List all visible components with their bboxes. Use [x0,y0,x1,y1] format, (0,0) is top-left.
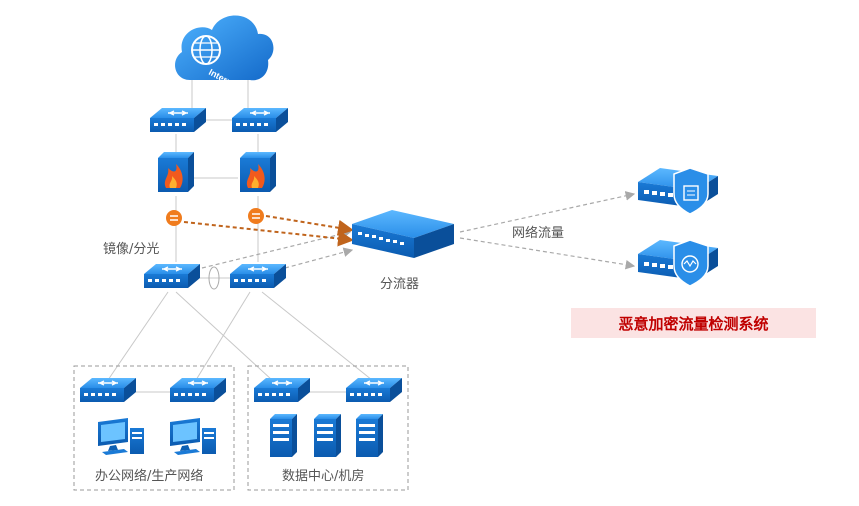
access-switch-icon-3 [253,377,311,403]
datacenter-group [247,365,409,491]
access-switch-icon-2 [169,377,227,403]
detector-device-icon-bottom [638,239,718,287]
access-switch-icon-4 [345,377,403,403]
internet-cloud-icon: Internet [175,15,274,91]
core-switch-icon-right [229,263,287,289]
router-icon-right [231,107,289,133]
mirror-label: 镜像/分光 [103,242,160,257]
office-network-label: 办公网络/生产网络 [95,469,204,484]
detection-system-title: 恶意加密流量检测系统 [571,308,816,338]
detector-device-icon-top [638,167,718,215]
splitter-label: 分流器 [380,277,420,292]
firewall-icon-left [158,152,194,192]
office-network-group [73,365,235,491]
access-switch-icon-1 [79,377,137,403]
mirror-arrow-2 [265,215,354,236]
core-switch-icon-left [143,263,201,289]
pc-icon-1 [98,418,144,455]
tap-icon-left [166,210,182,226]
switch-to-splitter-link-1 [201,229,352,269]
link-aggregation-ring [208,266,220,290]
traffic-label: 网络流量 [512,226,565,241]
datacenter-label: 数据中心/机房 [282,469,365,484]
mirror-arrow-1 [183,221,354,247]
traffic-arrow-2 [459,237,636,270]
tap-icon-right [248,208,264,224]
link-lines [107,56,373,393]
server-icon-1 [270,414,297,457]
pc-icon-2 [170,418,216,455]
traffic-arrow-1 [459,191,636,233]
firewall-icon-right [240,152,276,192]
splitter-device-icon [352,210,454,258]
server-icon-3 [356,414,383,457]
switch-to-splitter-link-2 [284,247,354,269]
server-icon-2 [314,414,341,457]
router-icon-left [149,107,207,133]
